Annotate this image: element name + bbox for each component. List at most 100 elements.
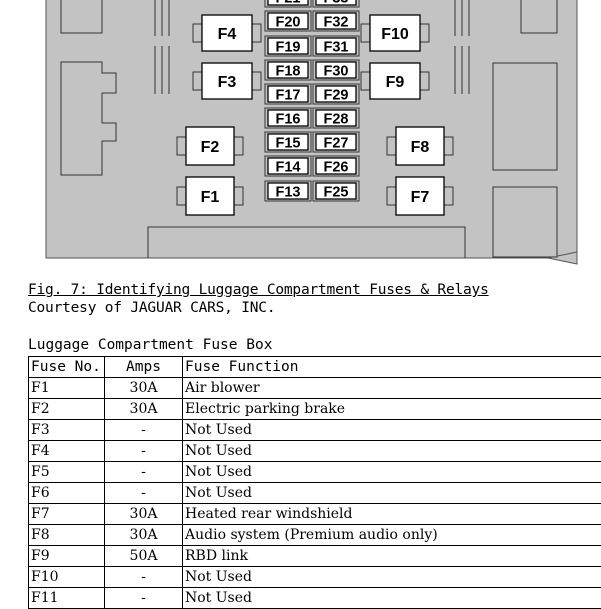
figure-credit: Courtesy of JAGUAR CARS, INC. (28, 300, 275, 316)
amps-cell: 30A (105, 399, 183, 420)
small-fuse: F29 (313, 84, 359, 104)
amps-cell: - (105, 483, 183, 504)
small-fuse: F14 (265, 156, 311, 176)
fuse-no-cell: F2 (29, 399, 105, 420)
small-fuse: F20 (265, 11, 311, 31)
small-fuse: F18 (265, 60, 311, 80)
small-fuse-label: F30 (324, 64, 349, 80)
small-fuse-label: F29 (324, 88, 349, 104)
small-fuse: F28 (313, 108, 359, 128)
small-fuse-label: F18 (276, 64, 301, 80)
small-fuse-label: F17 (276, 88, 301, 104)
amps-cell: 30A (105, 378, 183, 399)
large-fuse: F3 (193, 63, 261, 99)
large-fuse: F4 (193, 15, 261, 51)
header-fuse-no: Fuse No. (29, 357, 105, 378)
large-fuse-label: F1 (201, 189, 220, 206)
fuse-no-cell: F6 (29, 483, 105, 504)
amps-cell: - (105, 420, 183, 441)
large-fuse: F8 (387, 127, 453, 165)
small-fuse-label: F13 (276, 185, 301, 201)
fuse-no-cell: F10 (29, 567, 105, 588)
function-cell: RBD link (183, 546, 601, 567)
large-fuse: F1 (177, 177, 243, 215)
function-cell: Electric parking brake (183, 399, 601, 420)
large-fuse-label: F4 (218, 26, 237, 43)
amps-cell: 30A (105, 504, 183, 525)
small-fuse-label: F20 (276, 15, 301, 31)
table-row: F6-Not Used (29, 483, 601, 504)
relay-right-upper (493, 63, 557, 170)
header-amps: Amps (105, 357, 183, 378)
amps-cell: - (105, 567, 183, 588)
large-fuse-label: F3 (218, 74, 237, 91)
fuse-no-cell: F8 (29, 525, 105, 546)
connector-top-right (521, 0, 557, 33)
amps-cell: - (105, 462, 183, 483)
small-fuse-label: F15 (276, 136, 301, 152)
function-cell: Not Used (183, 567, 601, 588)
small-fuse-label: F28 (324, 112, 349, 128)
figure-title: Fig. 7: Identifying Luggage Compartment … (28, 282, 489, 298)
small-fuse: F26 (313, 156, 359, 176)
fuse-no-cell: F7 (29, 504, 105, 525)
fuse-no-cell: F3 (29, 420, 105, 441)
large-fuse-label: F9 (386, 74, 405, 91)
fuse-no-cell: F1 (29, 378, 105, 399)
small-fuse: F13 (265, 181, 311, 201)
header-fuse-function: Fuse Function (183, 357, 601, 378)
small-fuse: F16 (265, 108, 311, 128)
function-cell: Audio system (Premium audio only) (183, 525, 601, 546)
small-fuse: F30 (313, 60, 359, 80)
small-fuse-label: F27 (324, 136, 349, 152)
connector-top-left (61, 0, 102, 33)
large-fuse-label: F8 (411, 139, 430, 156)
fuse-no-cell: F11 (29, 588, 105, 609)
table-row: F5-Not Used (29, 462, 601, 483)
fuse-box-diagram: F21F20F19F18F17F16F15F14F13F33F32F31F30F… (0, 0, 601, 270)
fuse-no-cell: F4 (29, 441, 105, 462)
small-fuse-label: F32 (324, 15, 349, 31)
amps-cell: 30A (105, 525, 183, 546)
fuse-no-cell: F9 (29, 546, 105, 567)
large-fuse: F2 (177, 127, 243, 165)
large-fuse: F10 (361, 15, 429, 51)
function-cell: Not Used (183, 462, 601, 483)
small-fuse-label: F16 (276, 112, 301, 128)
function-cell: Not Used (183, 588, 601, 609)
small-fuse-label: F21 (276, 0, 301, 7)
function-cell: Not Used (183, 420, 601, 441)
amps-cell: - (105, 441, 183, 462)
table-row: F11-Not Used (29, 588, 601, 609)
small-fuse-label: F31 (324, 40, 349, 56)
large-fuse-label: F10 (381, 26, 409, 43)
small-fuse: F17 (265, 84, 311, 104)
table-row: F3-Not Used (29, 420, 601, 441)
table-row: F10-Not Used (29, 567, 601, 588)
small-fuse-label: F33 (324, 0, 349, 7)
table-row: F4-Not Used (29, 441, 601, 462)
relay-right-lower (493, 187, 557, 257)
function-cell: Not Used (183, 483, 601, 504)
large-fuse: F7 (387, 177, 453, 215)
table-header-row: Fuse No. Amps Fuse Function (29, 357, 601, 378)
small-fuse: F31 (313, 36, 359, 56)
function-cell: Air blower (183, 378, 601, 399)
table-title: Luggage Compartment Fuse Box (28, 337, 272, 353)
small-fuse-label: F26 (324, 160, 349, 176)
amps-cell: - (105, 588, 183, 609)
small-fuse-label: F14 (276, 160, 301, 176)
small-fuse-label: F25 (324, 185, 349, 201)
amps-cell: 50A (105, 546, 183, 567)
large-fuse-label: F2 (201, 139, 220, 156)
small-fuse: F19 (265, 36, 311, 56)
small-fuse: F15 (265, 132, 311, 152)
small-fuse: F25 (313, 181, 359, 201)
fuse-no-cell: F5 (29, 462, 105, 483)
